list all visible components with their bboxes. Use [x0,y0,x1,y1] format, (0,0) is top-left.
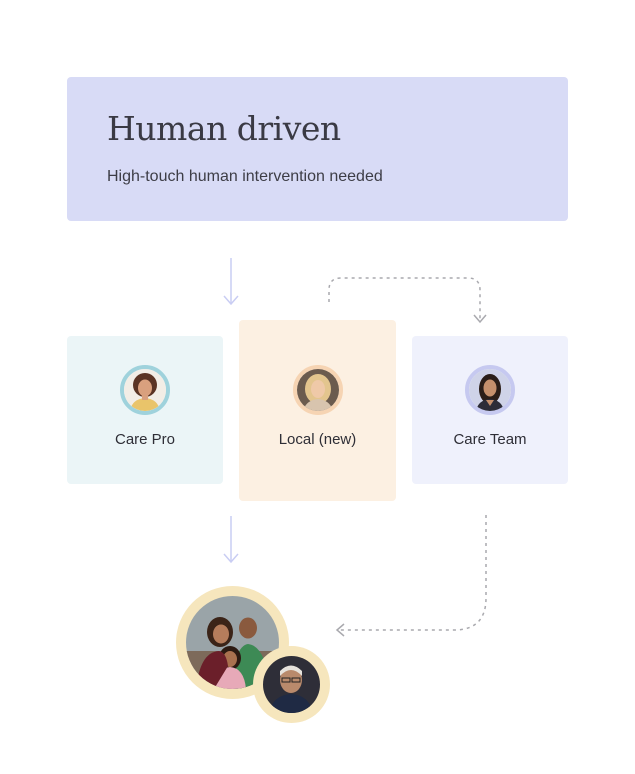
care-pro-avatar [120,365,170,415]
local-avatar [292,365,343,415]
local-card: Local (new) [239,320,396,501]
dashed-arrow-icon [328,277,487,324]
care-team-label: Care Team [453,431,527,448]
care-pro-label: Care Pro [114,431,176,448]
page-title: Human driven [107,109,341,148]
local-label: Local (new) [278,431,357,448]
down-arrow-icon [223,516,239,564]
care-pro-card: Care Pro [67,336,223,484]
page-subtitle: High-touch human intervention needed [107,168,383,185]
dashed-arrow-icon [335,515,487,637]
care-team-avatar [465,365,515,415]
header-card: Human driven High-touch human interventi… [67,77,568,221]
care-team-card: Care Team [412,336,568,484]
client-elder-photo [253,646,330,723]
down-arrow-icon [223,258,239,306]
client-family-photo [176,586,289,699]
